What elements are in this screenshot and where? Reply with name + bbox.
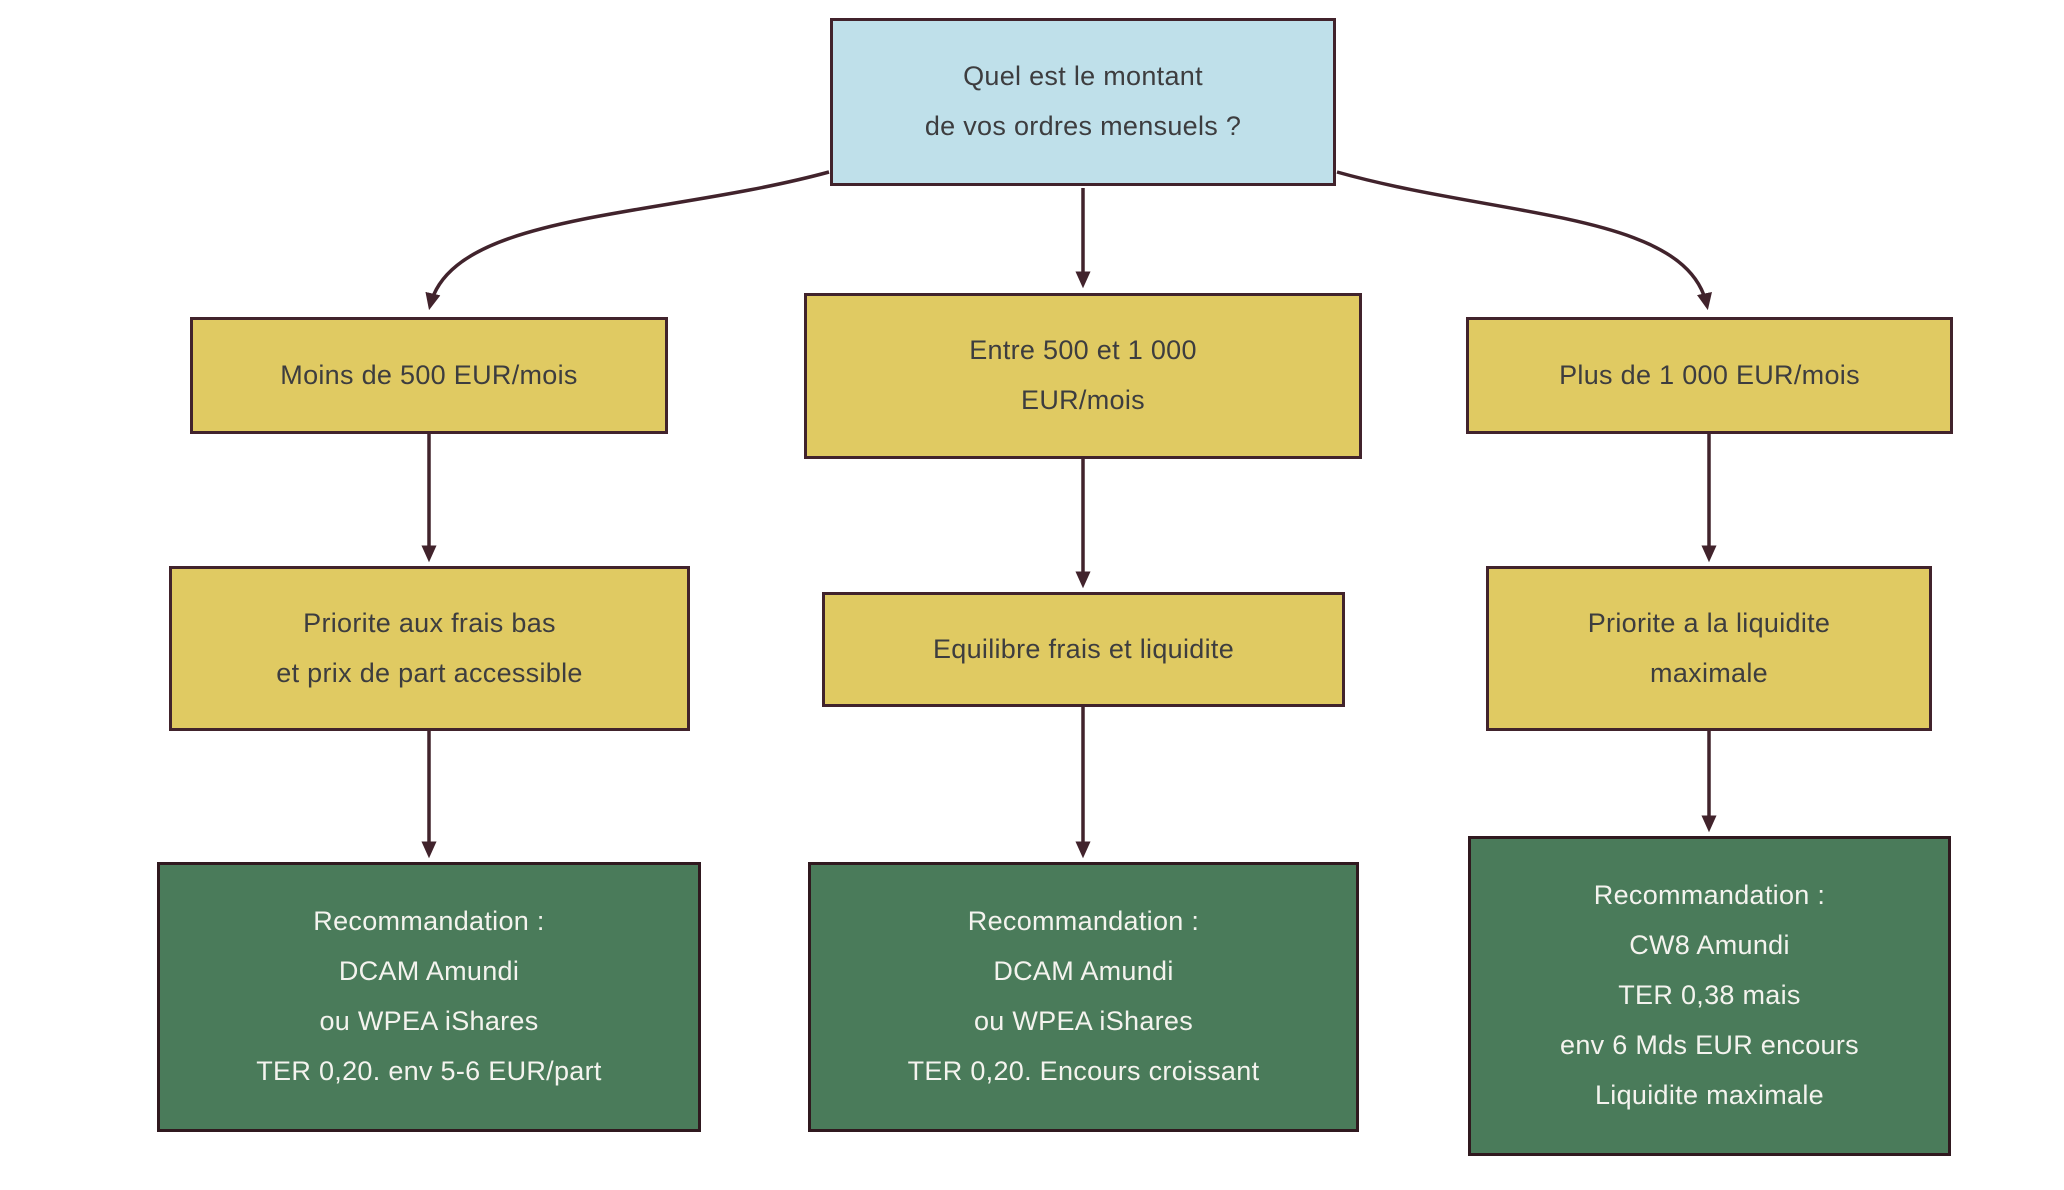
recommendation-node-left: Recommandation : DCAM Amundi ou WPEA iSh… [157, 862, 701, 1132]
arrow-question-to-right-amount [1336, 170, 1712, 311]
criteria-node-right: Priorite a la liquidite maximale [1486, 566, 1932, 731]
question-node: Quel est le montant de vos ordres mensue… [830, 18, 1336, 186]
criteria-node-middle: Equilibre frais et liquidite [822, 592, 1345, 707]
arrow-question-to-left-amount [425, 170, 830, 311]
amount-node-middle: Entre 500 et 1 000 EUR/mois [804, 293, 1362, 459]
amount-node-left: Moins de 500 EUR/mois [190, 317, 668, 434]
recommendation-node-right: Recommandation : CW8 Amundi TER 0,38 mai… [1468, 836, 1951, 1156]
criteria-node-left: Priorite aux frais bas et prix de part a… [169, 566, 690, 731]
amount-node-right: Plus de 1 000 EUR/mois [1466, 317, 1953, 434]
recommendation-node-middle: Recommandation : DCAM Amundi ou WPEA iSh… [808, 862, 1359, 1132]
